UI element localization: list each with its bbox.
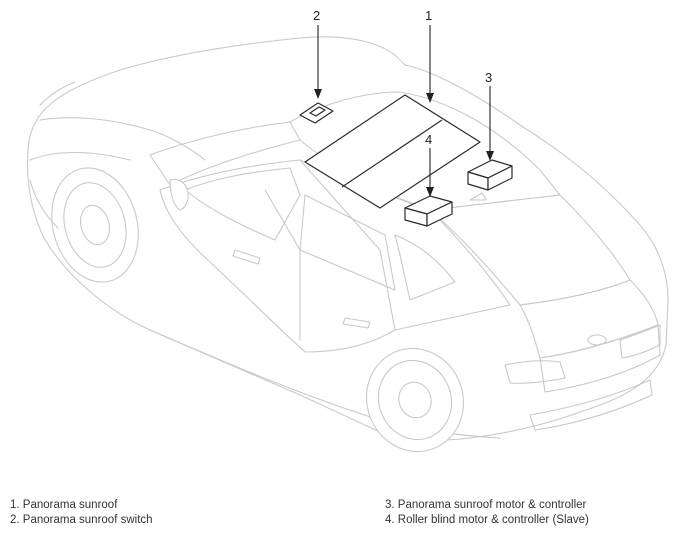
sunroof-motor-controller [467, 159, 513, 191]
callout-2: 2 [313, 8, 320, 23]
panorama-sunroof-switch [299, 102, 334, 124]
legend-item-3: 3. Panorama sunroof motor & controller [385, 499, 587, 511]
legend-item-2: 2. Panorama sunroof switch [10, 514, 153, 526]
panorama-sunroof [304, 94, 481, 209]
car-outline [27, 36, 669, 453]
vehicle-diagram: 1 2 3 4 [27, 8, 669, 453]
legend-item-1: 1. Panorama sunroof [10, 499, 118, 511]
legend-item-4: 4. Roller blind motor & controller (Slav… [385, 514, 589, 526]
roller-blind-motor-controller [404, 195, 453, 227]
leader-lines [314, 25, 494, 197]
callout-3: 3 [485, 70, 492, 85]
callout-4: 4 [425, 132, 432, 147]
callout-1: 1 [425, 8, 432, 23]
